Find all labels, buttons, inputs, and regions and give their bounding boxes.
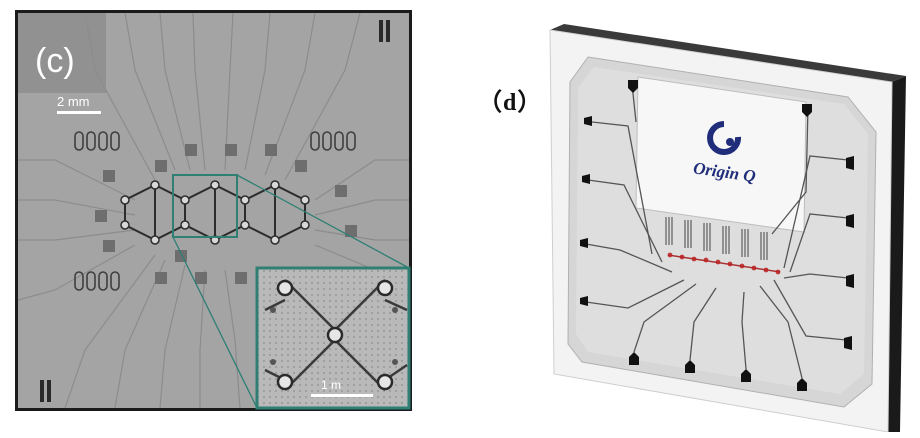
- scale-bar-label: 2 mm: [57, 94, 90, 109]
- scale-bar: [57, 111, 101, 114]
- inset-scale-bar-label: 1 m: [321, 378, 341, 392]
- readout-resonators: [665, 217, 768, 260]
- control-lines: [585, 83, 849, 379]
- resonator-meanders: [74, 131, 356, 291]
- corner-markers: [40, 20, 390, 402]
- zoom-region: [172, 174, 238, 238]
- origin-q-logo-icon: [707, 121, 742, 155]
- panel-c-chip-micrograph: (c) 2 mm: [15, 10, 412, 411]
- qubit-chain: [667, 252, 781, 275]
- zoom-inset: 1 m: [255, 266, 411, 410]
- inset-scale-bar: [311, 394, 373, 397]
- panel-d-chip-render: Origin Q: [549, 24, 906, 432]
- control-pads: [95, 144, 357, 284]
- panel-c-label: (c): [35, 42, 75, 80]
- qubits: [120, 180, 310, 245]
- panel-d-label: （d）: [478, 90, 543, 116]
- bond-pads: [580, 80, 854, 391]
